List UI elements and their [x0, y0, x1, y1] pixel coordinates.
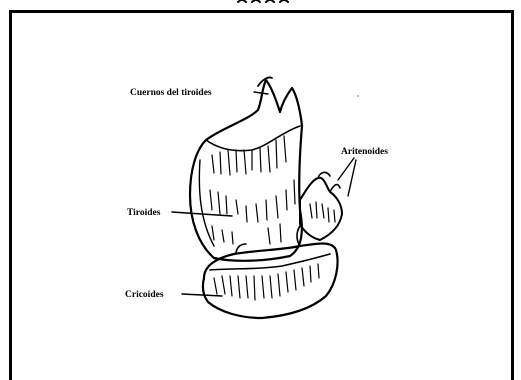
label-cuernos-del-tiroides: Cuernos del tiroides [130, 88, 212, 98]
label-cricoides: Cricoides [125, 290, 164, 300]
speck [357, 95, 359, 97]
arytenoid-cartilages [300, 172, 342, 240]
thyroid-cartilage [190, 77, 302, 260]
cropped-top-text [238, 0, 288, 2]
horns-leader [254, 92, 268, 94]
label-aritenoides: Aritenoides [341, 147, 388, 157]
cricoid-leader [182, 294, 222, 296]
label-tiroides: Tiroides [127, 208, 161, 218]
arytenoid-leaders [338, 158, 356, 196]
